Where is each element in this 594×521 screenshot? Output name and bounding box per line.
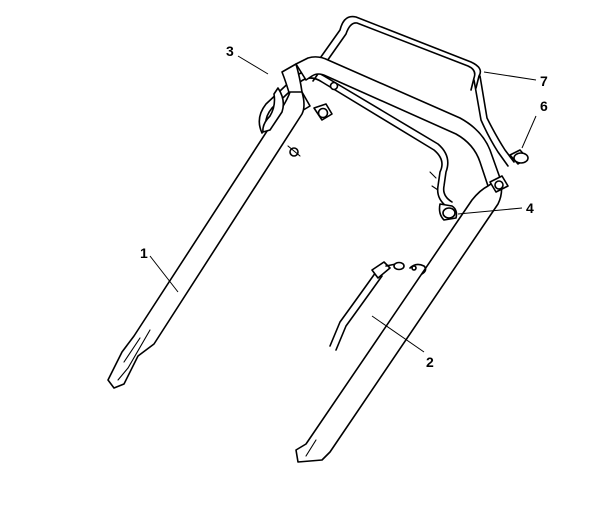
leader-2 — [371, 315, 425, 353]
part-4-clip — [438, 203, 458, 221]
callout-7: 7 — [540, 73, 548, 89]
callout-4: 4 — [526, 200, 534, 216]
part-3-hook — [262, 87, 285, 133]
part-7-bail — [305, 15, 515, 167]
part-3-cable-guide — [258, 70, 453, 207]
frame-fasteners — [287, 81, 509, 193]
leader-7 — [483, 71, 537, 81]
callout-2: 2 — [426, 354, 434, 370]
leader-6 — [521, 115, 537, 149]
part-6-bushing — [509, 149, 529, 165]
part-2-cable — [329, 261, 427, 351]
callout-1: 1 — [140, 245, 148, 261]
callout-labels: 1 2 3 4 6 7 — [140, 43, 548, 370]
callout-3: 3 — [226, 43, 234, 59]
leader-3 — [237, 55, 269, 75]
callout-6: 6 — [540, 98, 548, 114]
leader-4 — [457, 207, 523, 215]
callout-leaders — [149, 55, 537, 353]
leader-1 — [149, 255, 179, 293]
part-1-handle — [107, 56, 503, 463]
